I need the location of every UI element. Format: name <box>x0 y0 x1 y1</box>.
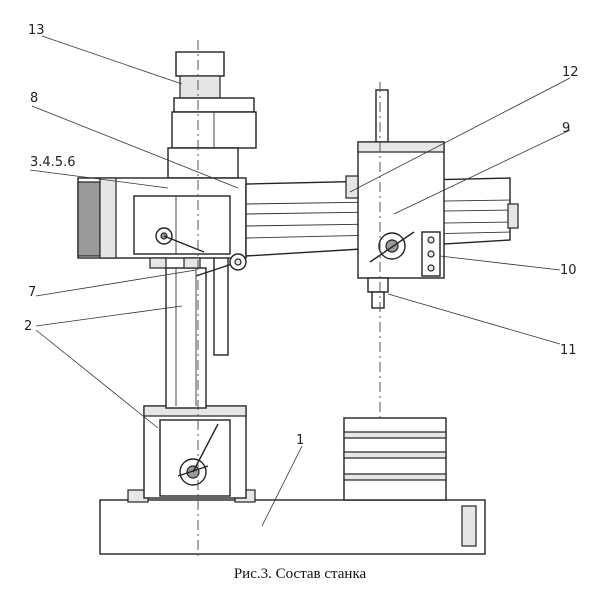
clamp-lever <box>195 253 247 277</box>
figure-caption: Рис.3. Состав станка <box>233 566 367 582</box>
label-3456: 3.4.5.6 <box>30 155 75 170</box>
label-12: 12 <box>562 65 579 80</box>
label-8: 8 <box>30 91 38 106</box>
spindle <box>367 277 389 309</box>
label-10: 10 <box>560 263 577 278</box>
label-11: 11 <box>560 343 577 358</box>
arm-carriage <box>77 147 247 269</box>
label-7: 7 <box>28 285 36 300</box>
base-plate <box>99 489 486 555</box>
label-9: 9 <box>562 121 570 136</box>
label-2: 2 <box>24 319 32 334</box>
label-13: 13 <box>28 23 45 38</box>
column-pedestal <box>143 405 247 499</box>
leader-lines <box>29 35 571 527</box>
column <box>165 267 207 409</box>
top-motor <box>171 51 257 149</box>
work-table <box>343 417 447 501</box>
center-lines <box>197 40 381 560</box>
drill-head <box>345 89 445 279</box>
label-1: 1 <box>296 433 304 448</box>
